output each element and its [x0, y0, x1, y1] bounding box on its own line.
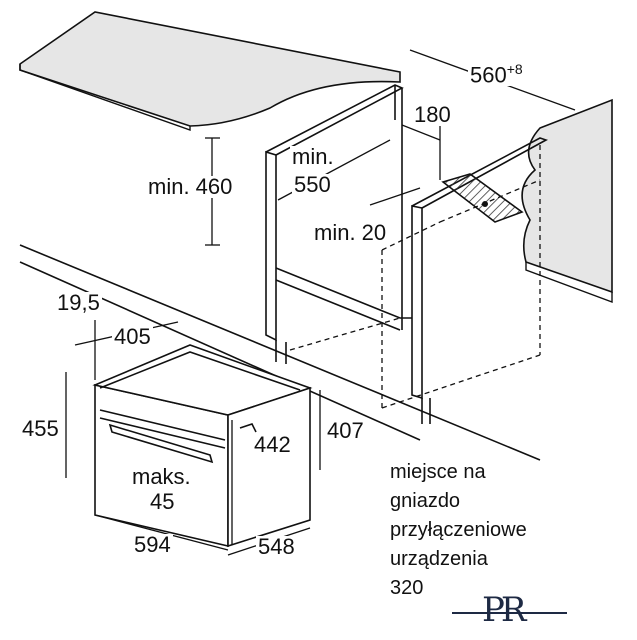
dim-min-460: min. 460 [146, 174, 235, 199]
socket-note-line1: miejsce na [390, 461, 486, 483]
dim-455: 455 [20, 416, 61, 441]
dim-407: 407 [325, 418, 366, 443]
dim-min-550-label: min. [290, 144, 336, 169]
dim-min-550-value: 550 [292, 172, 333, 197]
countertop-left [19, 11, 401, 131]
countertop-right [521, 98, 613, 304]
socket-note-line3: przyłączeniowe [390, 519, 527, 541]
dim-548: 548 [256, 534, 297, 559]
dim-max-value: 45 [148, 489, 177, 514]
dim-594: 594 [132, 532, 173, 557]
vent-screw [482, 201, 488, 207]
dim-19-5: 19,5 [55, 290, 102, 315]
logo-underline [452, 612, 567, 614]
dim-560: 560+8 [468, 61, 525, 88]
dim-min-20: min. 20 [312, 220, 389, 245]
socket-note-line5: 320 [390, 577, 424, 599]
dim-442: 442 [252, 432, 293, 457]
socket-note-line4: urządzenia [390, 548, 488, 570]
socket-note: miejsce na gniazdo przyłączeniowe urządz… [390, 458, 637, 603]
vent-cutout [441, 173, 524, 223]
socket-note-line2: gniazdo [390, 490, 461, 512]
dim-405: 405 [112, 324, 153, 349]
dim-max-label: maks. [130, 464, 193, 489]
cabinet-niche [19, 84, 548, 461]
brand-logo: PR [482, 590, 527, 630]
oven [92, 344, 313, 548]
socket-area-dashed [289, 145, 541, 409]
dim-180: 180 [412, 102, 453, 127]
